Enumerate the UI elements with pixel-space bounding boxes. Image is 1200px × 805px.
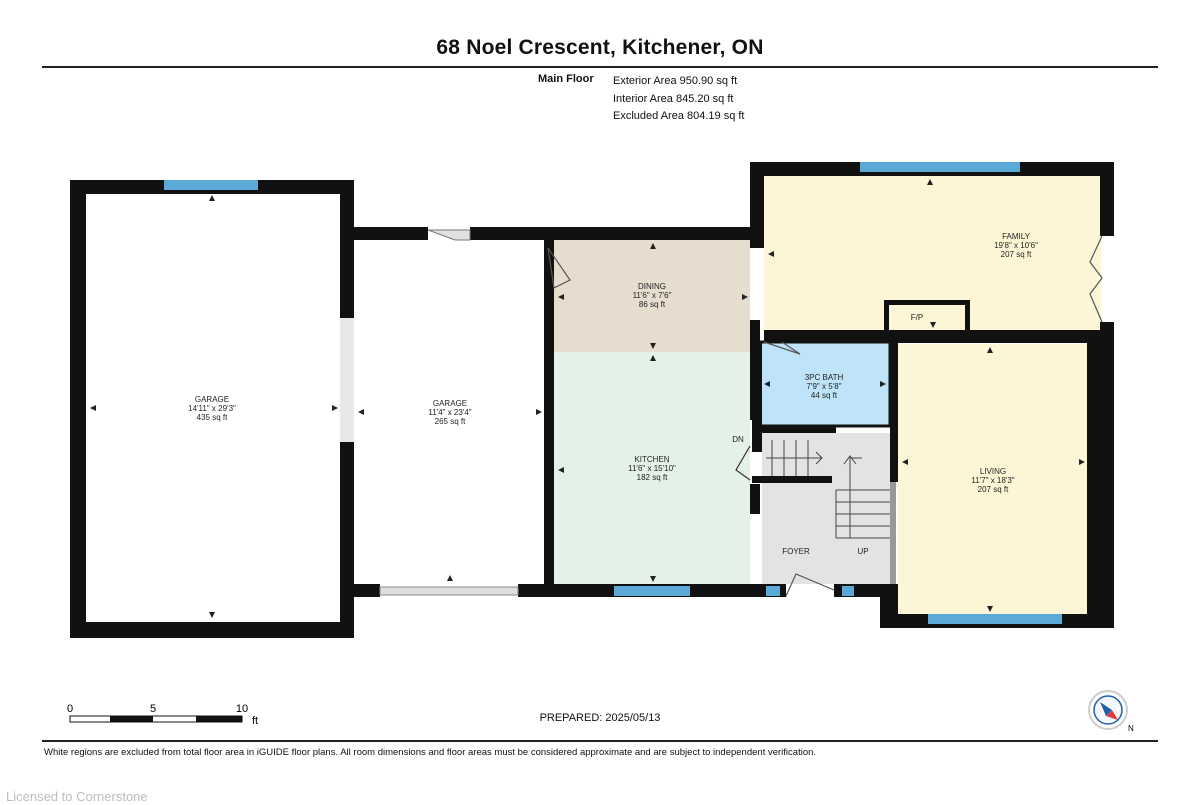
window-garage-left	[164, 180, 258, 190]
footer-divider	[42, 740, 1158, 742]
stair-up-fill	[832, 433, 890, 583]
living-walls	[880, 330, 1114, 628]
scale-bar	[69, 715, 243, 723]
scale-unit: ft	[252, 715, 258, 727]
area-summary: Exterior Area 950.90 sq ft Interior Area…	[613, 73, 744, 126]
scale-tick-10: 10	[236, 703, 248, 715]
living-area: 207 sq ft	[978, 485, 1009, 494]
family-dims: 19'8" x 10'6"	[994, 241, 1038, 250]
stairs-up	[835, 455, 890, 539]
garage-right-name: GARAGE	[433, 399, 467, 408]
window-foyer-b	[842, 586, 854, 596]
family-area: 207 sq ft	[1001, 250, 1032, 259]
stair-down-label: DN	[732, 435, 744, 444]
door-swing-garage	[427, 229, 471, 241]
room-label-bath: 3PC BATH 7'9" x 5'8" 44 sq ft	[805, 373, 844, 400]
page-title: 68 Noel Crescent, Kitchener, ON	[436, 36, 764, 59]
dining-dims: 11'6" x 7'6"	[633, 291, 672, 300]
family-fill	[764, 176, 1101, 331]
room-label-dining: DINING 11'6" x 7'6" 86 sq ft	[633, 282, 672, 309]
garage-door	[379, 586, 519, 596]
garage-right-dims: 11'4" x 23'4"	[428, 408, 471, 417]
living-dims: 11'7" x 18'3"	[971, 476, 1014, 485]
bath-dims: 7'9" x 5'8"	[807, 382, 842, 391]
floor-label: Main Floor	[538, 73, 594, 85]
room-label-garage-right: GARAGE 11'4" x 23'4" 265 sq ft	[428, 399, 471, 426]
door-swing-family	[1089, 235, 1103, 323]
room-label-living: LIVING 11'7" x 18'3" 207 sq ft	[971, 467, 1014, 494]
foyer-label: FOYER	[782, 547, 810, 556]
kitchen-fill	[554, 352, 750, 584]
kitchen-area: 182 sq ft	[637, 473, 668, 482]
bath-door-swing	[763, 341, 801, 355]
garage-right-area: 265 sq ft	[435, 417, 466, 426]
room-label-kitchen: KITCHEN 11'6" x 15'10" 182 sq ft	[628, 455, 676, 482]
fireplace-label: F/P	[911, 313, 923, 322]
room-label-family: FAMILY 19'8" x 10'6" 207 sq ft	[994, 232, 1038, 259]
family-name: FAMILY	[1002, 232, 1031, 241]
kitchen-dims: 11'6" x 15'10"	[628, 464, 676, 473]
window-foyer-a	[766, 586, 780, 596]
door-swing-dining	[547, 247, 571, 289]
disclaimer: White regions are excluded from total fl…	[44, 747, 817, 758]
window-living	[928, 614, 1062, 624]
family-walls	[750, 162, 1114, 344]
scale-tick-0: 0	[67, 703, 73, 715]
dining-name: DINING	[638, 282, 666, 291]
door-swing-foyer	[785, 573, 835, 597]
exterior-area: Exterior Area 950.90 sq ft	[613, 75, 738, 87]
kitchen-name: KITCHEN	[634, 455, 669, 464]
living-fill	[898, 344, 1087, 614]
license-watermark: Licensed to Cornerstone	[6, 789, 148, 804]
garage-left-name: GARAGE	[195, 395, 229, 404]
garage-left-dims: 14'11" x 29'3"	[188, 404, 236, 413]
bath-area: 44 sq ft	[811, 391, 838, 400]
garage-left-opening	[340, 318, 354, 442]
interior-area: Interior Area 845.20 sq ft	[613, 92, 734, 105]
bath-name: 3PC BATH	[805, 373, 844, 382]
stairs-down	[766, 440, 823, 476]
scale-tick-5: 5	[150, 703, 156, 715]
window-family	[860, 162, 1020, 172]
garage-left-walls	[70, 180, 354, 638]
compass-north-label: N	[1128, 724, 1134, 733]
garage-right-walls	[354, 227, 752, 597]
garage-left-area: 435 sq ft	[197, 413, 228, 422]
prepared-date: PREPARED: 2025/05/13	[539, 712, 661, 724]
excluded-area: Excluded Area 804.19 sq ft	[613, 110, 745, 122]
title-divider	[42, 66, 1158, 68]
stair-dn-marker	[735, 445, 751, 481]
room-label-garage-left: GARAGE 14'11" x 29'3" 435 sq ft	[188, 395, 236, 422]
dining-area: 86 sq ft	[639, 300, 666, 309]
compass-icon	[1088, 690, 1128, 730]
stair-up-label: UP	[857, 547, 868, 556]
living-name: LIVING	[980, 467, 1006, 476]
dining-fill	[554, 240, 750, 352]
living-stair-rail	[890, 482, 896, 584]
window-kitchen	[614, 586, 690, 596]
dimension-arrows	[90, 179, 1085, 618]
